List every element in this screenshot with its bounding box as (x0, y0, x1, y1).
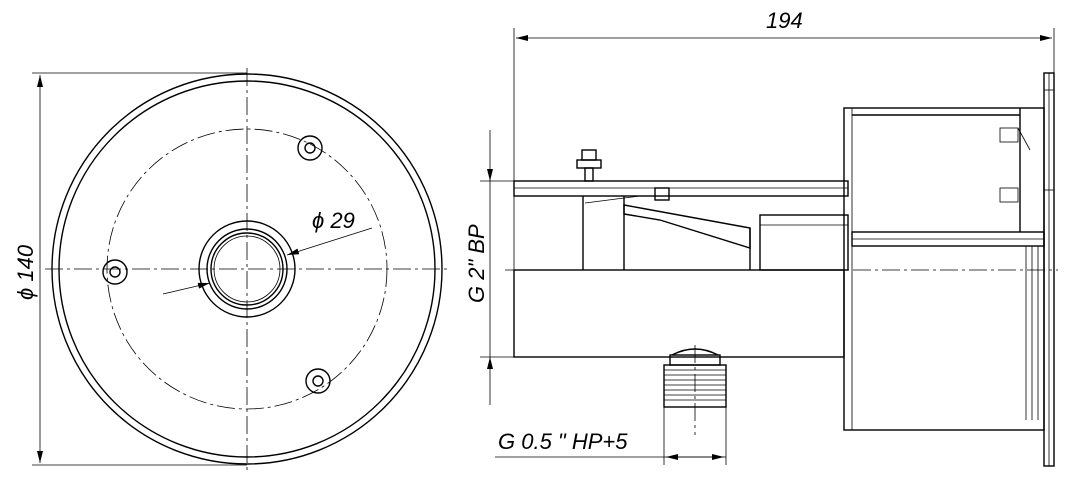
bore-outer-circle (198, 220, 296, 318)
bore-inner-circle (210, 232, 284, 306)
top-nut (576, 149, 602, 182)
length-194-dimension: 194 (513, 8, 1055, 270)
thread-main-dimension: G 2" ВР (464, 130, 514, 405)
screw-hole-bottom (305, 368, 331, 394)
thread-nozzle-dimension: G 0.5 " НР+5 (495, 407, 727, 465)
diameter-140-dimension: ϕ 140 (13, 72, 247, 466)
bore-ring-circle (206, 228, 288, 310)
main-pipe (513, 269, 845, 358)
flange-inner-circle (58, 80, 436, 458)
bolt-circle (106, 128, 388, 410)
bottom-nozzle (663, 345, 727, 435)
screw-hole-top (297, 135, 323, 161)
diameter-140-label: ϕ 140 (13, 244, 38, 300)
thread-nozzle-label: G 0.5 " НР+5 (498, 429, 628, 454)
housing (843, 107, 1045, 431)
outer-flange-circle (51, 73, 443, 465)
length-194-label: 194 (766, 8, 803, 33)
diameter-29-label: ϕ 29 (312, 208, 355, 233)
inner-nozzle (582, 187, 849, 271)
screw-hole-left (102, 259, 128, 285)
thread-main-label: G 2" ВР (464, 224, 489, 303)
side-view: 194 G 2" ВР G 0.5 " НР+5 (464, 8, 1058, 467)
flange-plate (1043, 72, 1055, 467)
bore-thread-circle (213, 235, 281, 303)
diameter-29-dimension: ϕ 29 (162, 208, 373, 295)
front-view: ϕ 140 ϕ 29 (13, 68, 450, 470)
upper-tube-wall (513, 180, 849, 197)
